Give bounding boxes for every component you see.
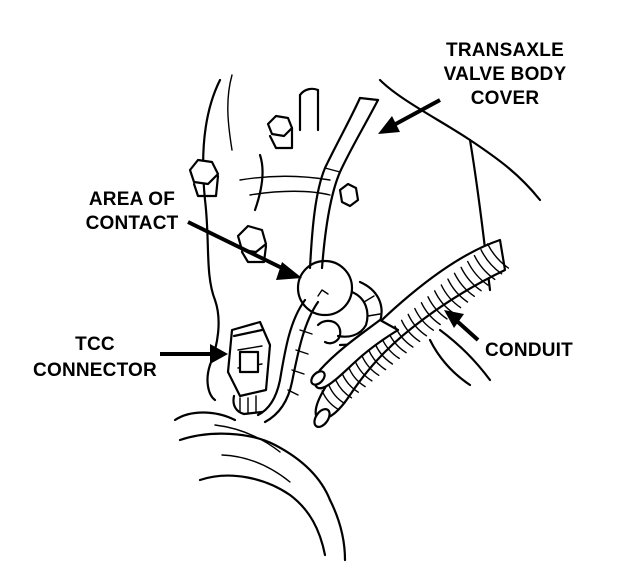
label-valve-body-cover-line2: VALVE BODY [444, 64, 567, 85]
leader-arrows [160, 98, 480, 364]
arrow-area-of-contact [187, 220, 302, 280]
label-area-of-contact-line2: CONTACT [86, 213, 179, 234]
label-tcc-line2: CONNECTOR [33, 360, 157, 381]
conduit-rib [400, 319, 421, 343]
conduit-rib [427, 296, 448, 320]
conduit-rib [341, 372, 359, 393]
label-area-of-contact-line1: AREA OF [89, 189, 175, 210]
conduit-rib [407, 313, 428, 337]
conduit-rib [321, 390, 339, 410]
lower-hose [173, 328, 492, 562]
bolt-cover [338, 182, 360, 208]
housing-bolts [188, 114, 360, 264]
label-valve-body-cover-line1: TRANSAXLE [446, 40, 564, 61]
conduit [310, 238, 510, 428]
bolt-middle [236, 224, 268, 264]
valve-body-cover [308, 96, 380, 270]
label-conduit-text: CONDUIT [485, 340, 573, 361]
conduit-rib [354, 360, 373, 382]
tcc-connector [226, 320, 272, 416]
conduit-rib [453, 272, 475, 297]
bolt-top [266, 114, 294, 150]
conduit-rib [414, 307, 434, 331]
label-valve-body-cover: TRANSAXLE VALVE BODY COVER [444, 40, 567, 109]
label-tcc-connector: TCC CONNECTOR [33, 334, 157, 381]
conduit-rib [328, 384, 346, 405]
bolt-left [188, 158, 220, 198]
arrow-tcc-connector [160, 344, 228, 364]
conduit-rib [460, 266, 482, 292]
conduit-rib [361, 354, 380, 376]
arrow-conduit [444, 310, 480, 342]
conduit-rib [367, 349, 387, 371]
arrow-valve-body-cover [378, 98, 441, 134]
conduit-rib [348, 366, 366, 388]
conduit-rib [480, 249, 503, 275]
label-valve-body-cover-line3: COVER [471, 88, 540, 109]
conduit-rib [447, 278, 469, 303]
conduit-rib [420, 302, 441, 326]
conduit-rib [486, 243, 510, 269]
conduit-rib [473, 254, 496, 281]
conduit-rib [334, 378, 353, 399]
conduit-rib [440, 284, 462, 309]
conduit-rib [467, 260, 489, 286]
label-tcc-line1: TCC [75, 334, 115, 355]
label-area-of-contact: AREA OF CONTACT [86, 189, 179, 234]
label-conduit: CONDUIT [485, 340, 573, 361]
contact-area-circle [296, 259, 354, 317]
